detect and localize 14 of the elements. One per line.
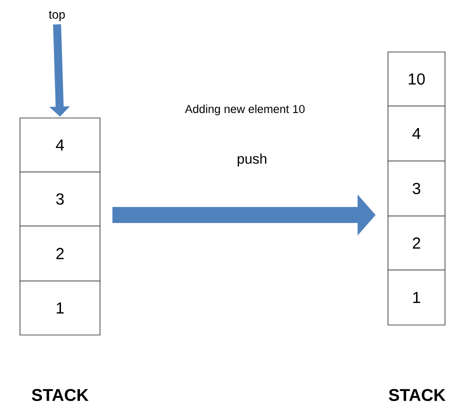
stack-cell: 4 [20, 118, 100, 172]
stack-cell: 2 [388, 216, 446, 270]
stack-cell: 3 [388, 160, 446, 216]
stack-cell: 10 [388, 52, 446, 106]
stack-cell: 2 [20, 226, 100, 282]
top-label: top [48, 10, 65, 22]
stack-cell: 4 [388, 106, 446, 162]
stack-cell: 1 [388, 270, 446, 326]
note-text: Adding new element 10 [184, 104, 305, 116]
stack-cell: 1 [20, 280, 100, 336]
stack-label: STACK [388, 388, 446, 402]
stack-label: STACK [32, 388, 88, 402]
edge-label: push [238, 153, 266, 167]
stack-cell: 3 [20, 172, 100, 226]
